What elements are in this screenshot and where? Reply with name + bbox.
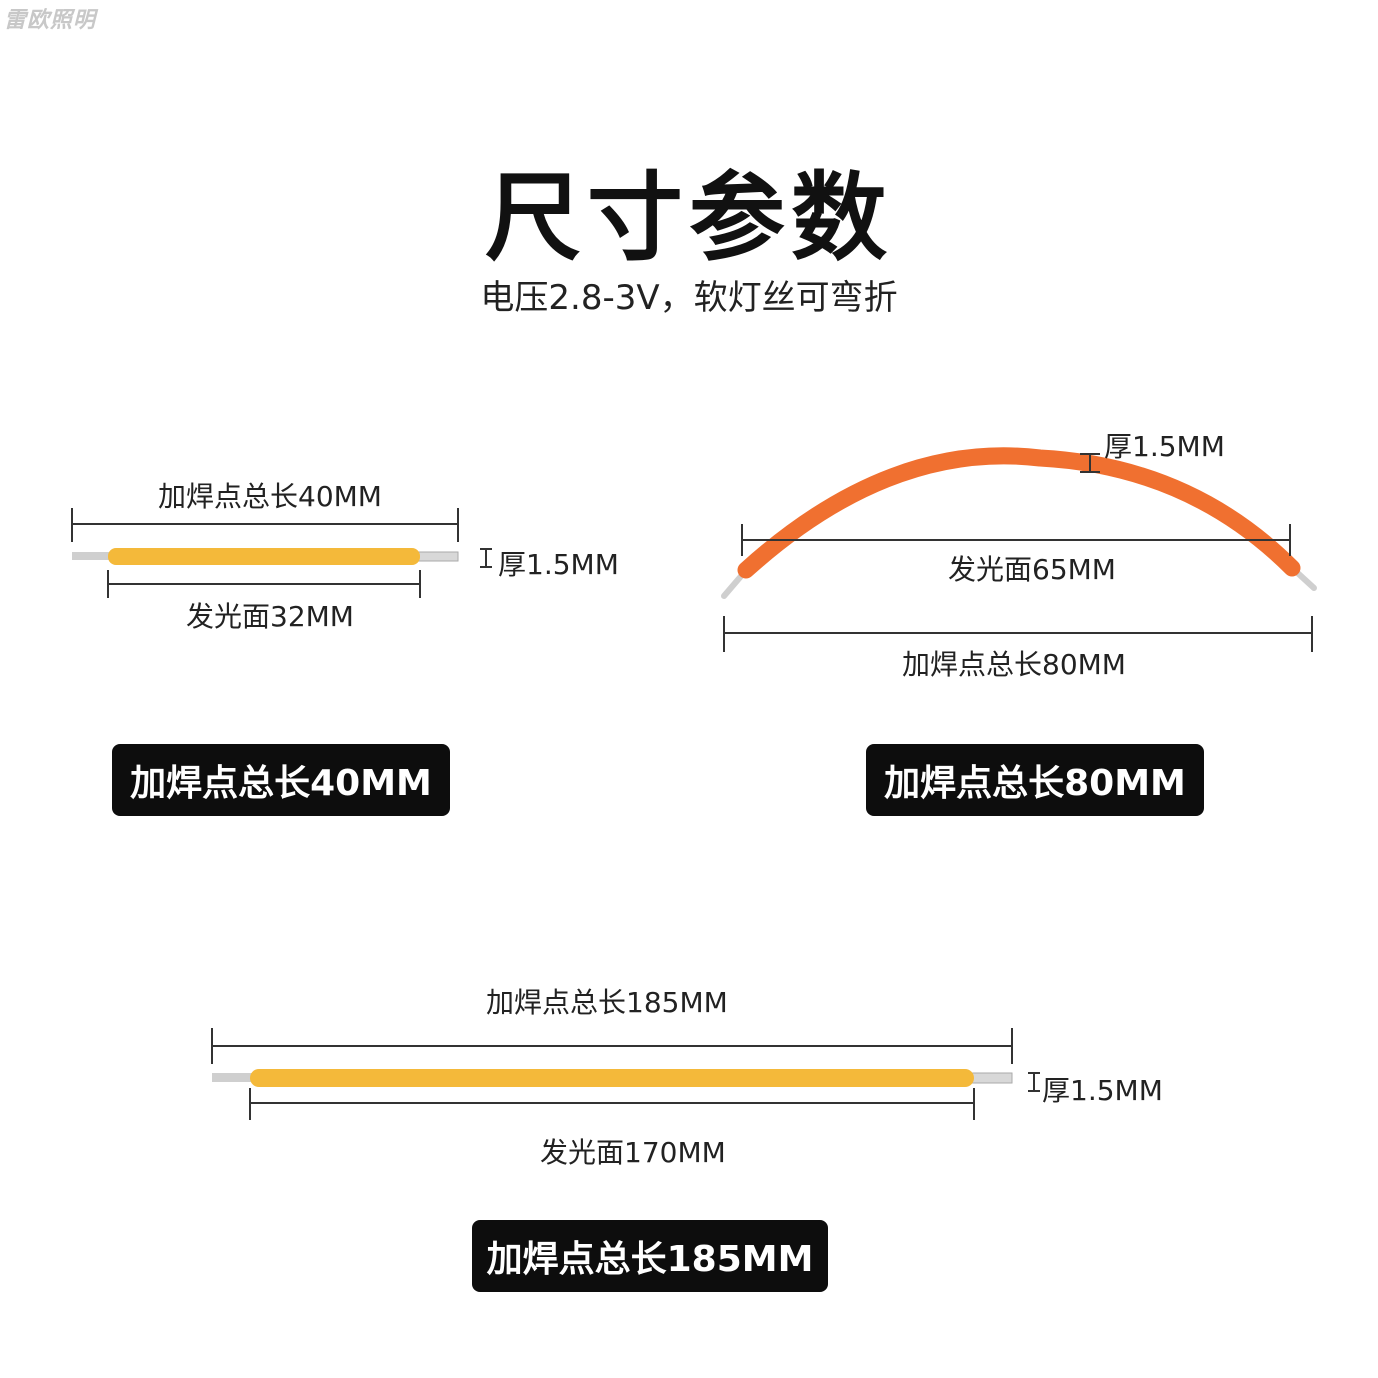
filament-body (250, 1069, 974, 1087)
lead-left (72, 552, 116, 560)
total-length-label-185: 加焊点总长185MM (486, 986, 728, 1019)
light-length-label-32: 发光面32MM (186, 600, 354, 633)
page-title: 尺寸参数 (485, 162, 893, 274)
thickness-label-80: 厚1.5MM (1104, 430, 1225, 463)
total-length-label-80: 加焊点总长80MM (902, 648, 1126, 681)
thickness-label-185: 厚1.5MM (1042, 1074, 1163, 1107)
page-subtitle: 电压2.8-3V，软灯丝可弯折 (480, 278, 898, 318)
thickness-label-40: 厚1.5MM (498, 548, 619, 581)
brand-watermark: 雷欧照明 (4, 8, 97, 33)
filament-body (108, 548, 420, 565)
filament-40mm (71, 508, 492, 598)
filament-185mm (211, 1028, 1040, 1120)
filament-body (737, 447, 1301, 579)
light-length-label-65: 发光面65MM (948, 553, 1116, 586)
filament-80mm (721, 447, 1317, 652)
light-length-label-170: 发光面170MM (540, 1136, 726, 1169)
badge-80mm: 加焊点总长80MM (866, 744, 1204, 816)
badge-40mm: 加焊点总长40MM (112, 744, 450, 816)
badge-185mm: 加焊点总长185MM (472, 1220, 828, 1292)
total-length-label-40: 加焊点总长40MM (158, 480, 382, 513)
lead-left (212, 1073, 260, 1082)
